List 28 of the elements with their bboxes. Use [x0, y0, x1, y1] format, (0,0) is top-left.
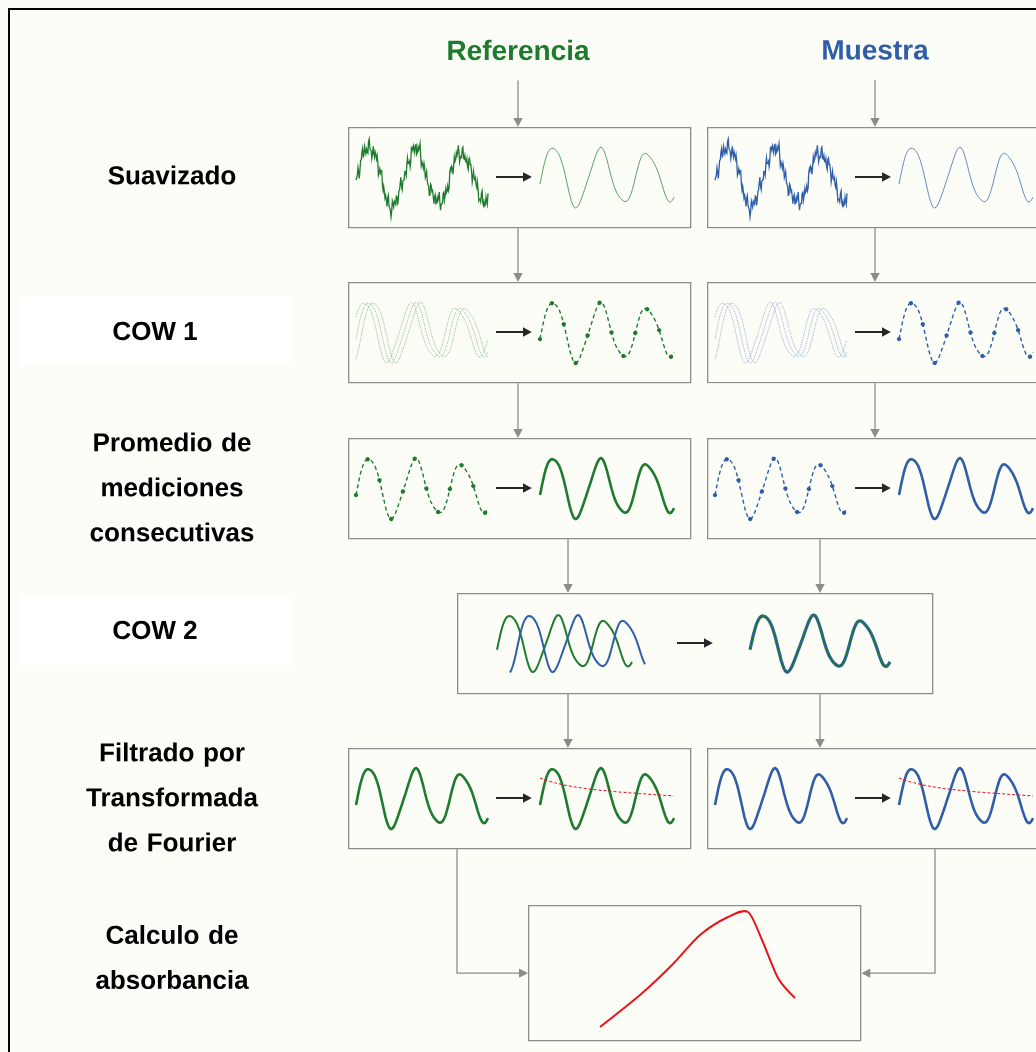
- signal-box: [457, 593, 934, 695]
- signal-box: [348, 438, 692, 540]
- step-label-box: COW 2: [20, 595, 290, 665]
- arrow: [870, 79, 880, 127]
- column-title: Referencia: [448, 39, 590, 61]
- arrow: [513, 382, 523, 438]
- step-label: Suavizado: [108, 165, 236, 185]
- signal-box: [348, 748, 692, 850]
- arrow: [513, 227, 523, 282]
- step-label-box: COW 1: [20, 296, 290, 366]
- signal-box: [707, 282, 1036, 384]
- signal-box: [707, 748, 1036, 850]
- arrow: [563, 538, 573, 593]
- signal-box: [707, 438, 1036, 540]
- signal-box: [528, 905, 862, 1042]
- arrow: [870, 382, 880, 438]
- column-title: Muestra: [823, 40, 929, 60]
- arrow: [870, 227, 880, 282]
- arrow: [815, 538, 825, 593]
- step-label: Calculo de absorbancia: [96, 924, 249, 990]
- signal-box: [348, 127, 692, 229]
- arrow: [456, 848, 528, 978]
- signal-box: [348, 282, 692, 384]
- arrow: [513, 79, 523, 127]
- arrow: [815, 693, 825, 748]
- step-label: Filtrado por Transformada de Fourier: [86, 742, 259, 852]
- step-label: Promedio de mediciones consecutivas: [90, 432, 254, 542]
- arrow: [563, 693, 573, 748]
